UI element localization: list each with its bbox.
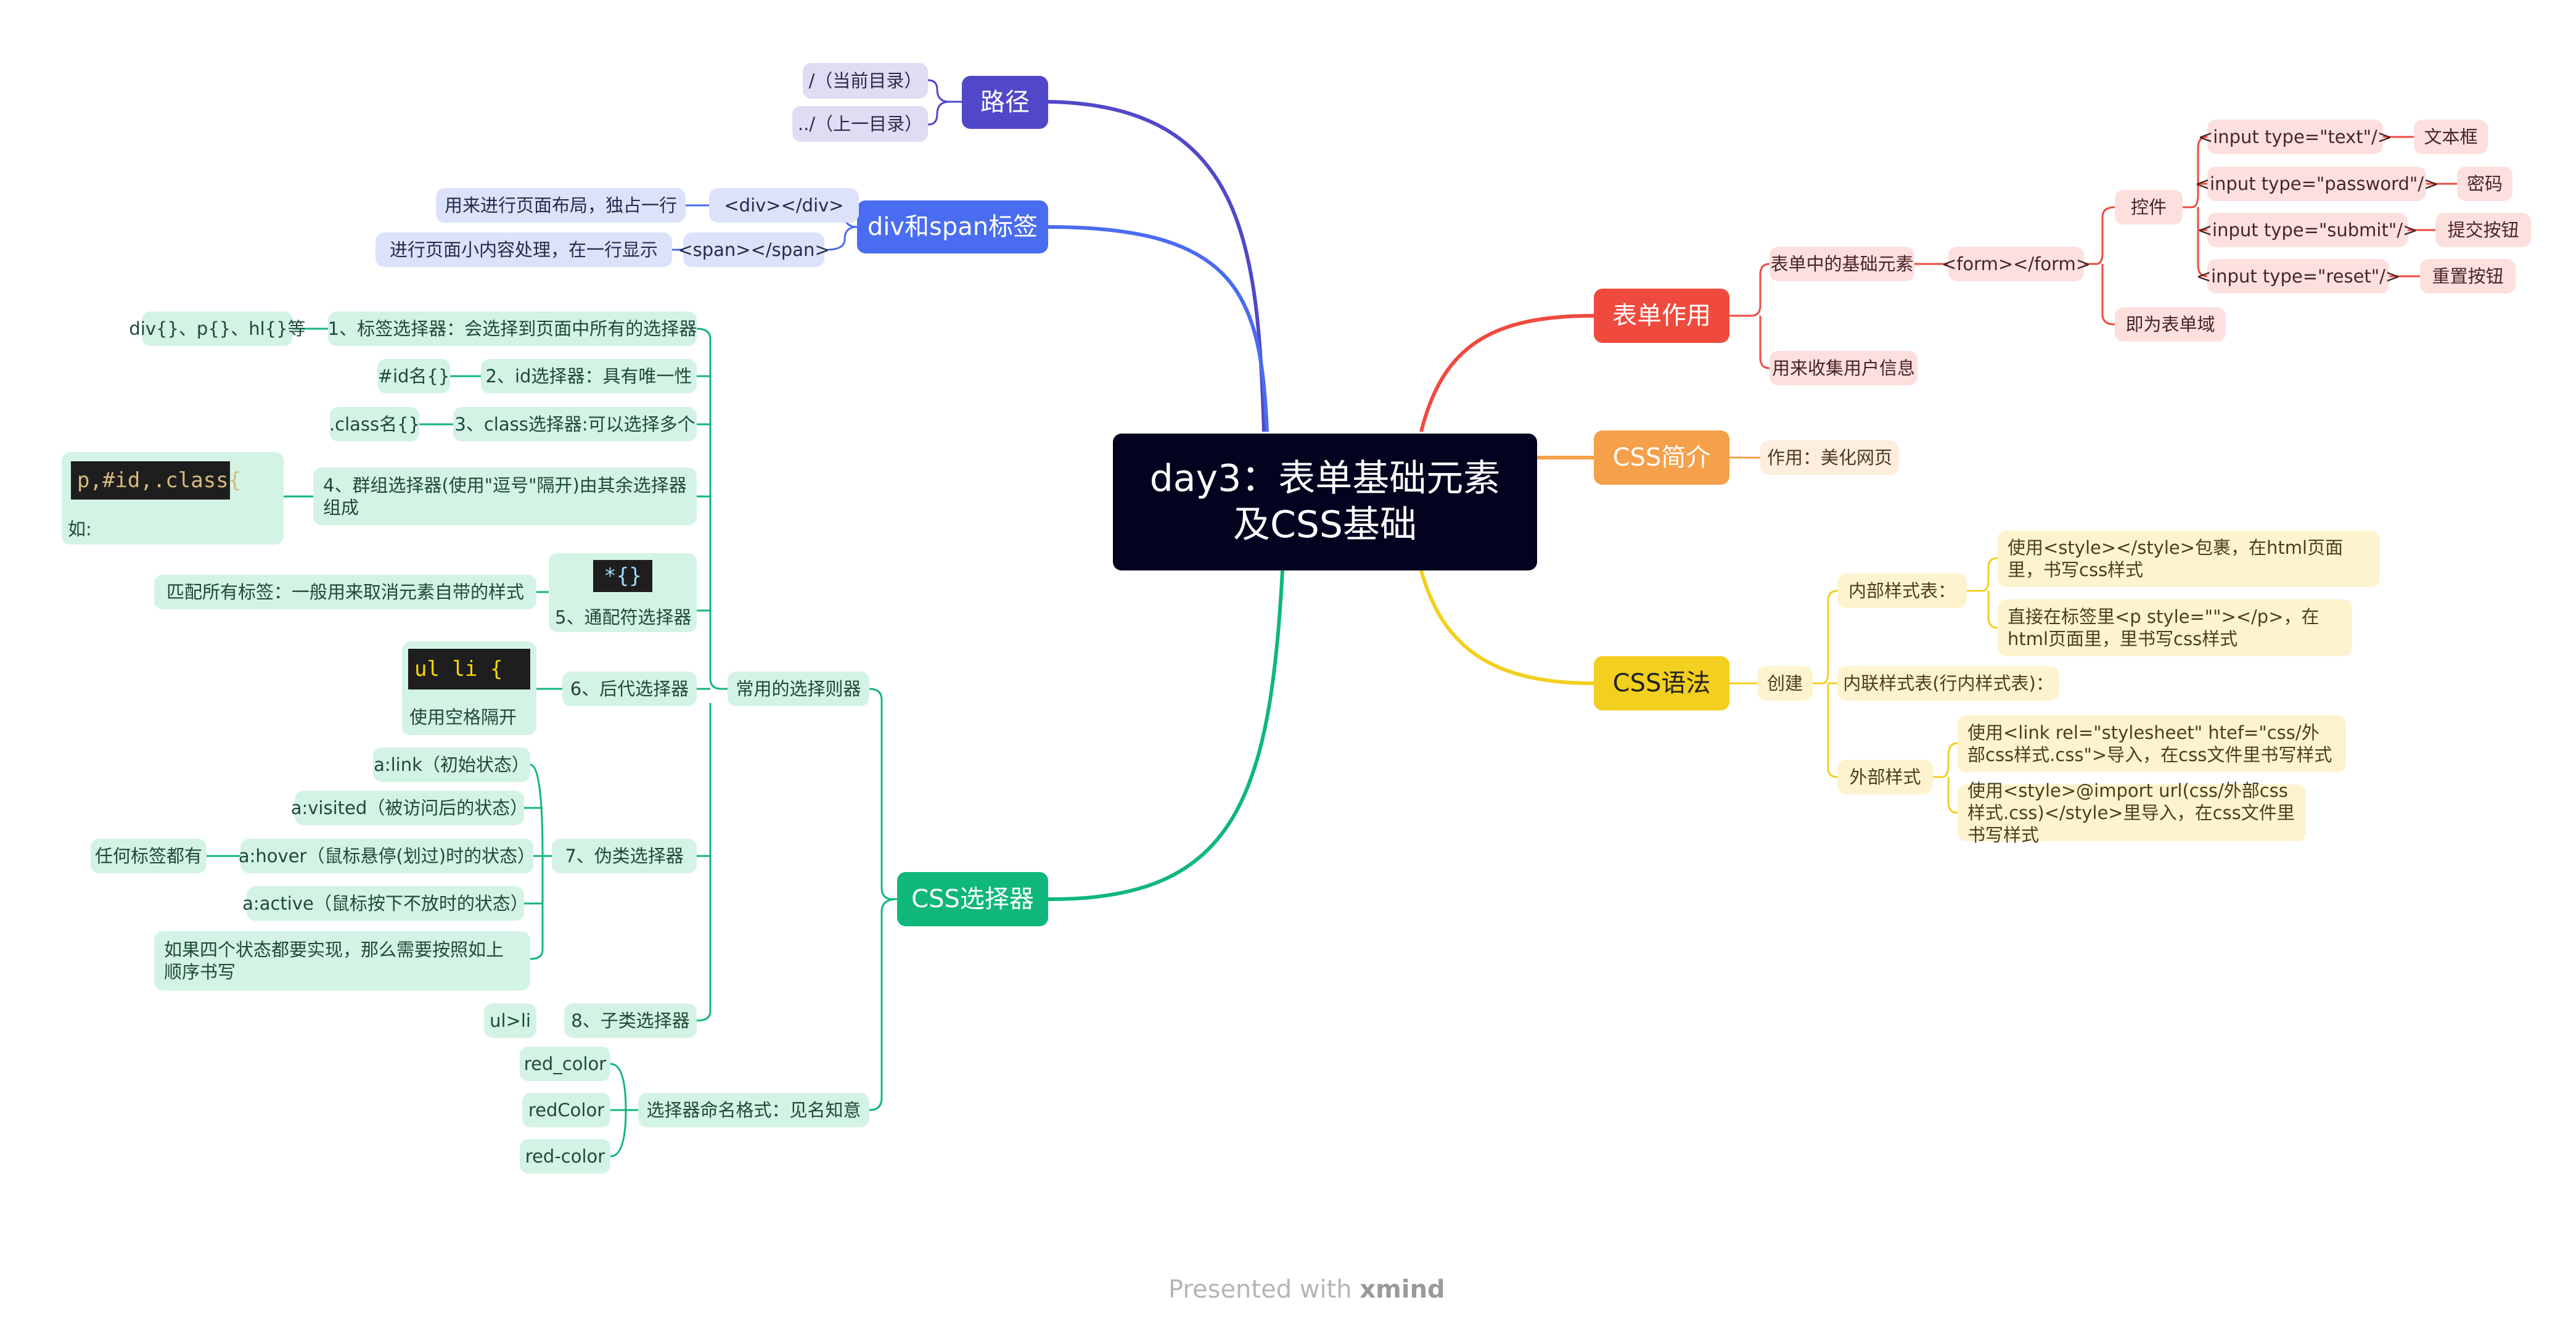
descendant-selector-caption: 使用空格隔开 — [409, 707, 517, 728]
form-collect-node[interactable]: 用来收集用户信息 — [1770, 351, 1918, 385]
span-tag-node[interactable]: <span></span> — [678, 233, 830, 267]
naming-red-camel[interactable]: redColor — [522, 1093, 610, 1127]
form-controls-node[interactable]: 控件 — [2115, 190, 2183, 224]
form-basic-elements[interactable]: 表单中的基础元素 — [1770, 247, 1914, 281]
form-domain-node[interactable]: 即为表单域 — [2115, 307, 2226, 342]
naming-format-node[interactable]: 选择器命名格式：见名知意 — [638, 1093, 869, 1127]
central-topic-line2: 及CSS基础 — [1233, 503, 1417, 546]
css-intro-desc[interactable]: 作用：美化网页 — [1760, 440, 1899, 475]
css-create-node[interactable]: 创建 — [1757, 666, 1813, 701]
branch-css-syntax[interactable]: CSS语法 — [1594, 656, 1729, 710]
class-selector-node[interactable]: 3、class选择器:可以选择多个 — [453, 407, 697, 442]
universal-selector-code-text: *{} — [604, 564, 642, 588]
input-reset-node[interactable]: <input type="reset"/> — [2196, 259, 2400, 294]
input-password-node[interactable]: <input type="password"/> — [2195, 167, 2439, 201]
pseudo-link-node[interactable]: a:link（初始状态） — [373, 747, 530, 782]
input-password-desc[interactable]: 密码 — [2457, 167, 2512, 201]
branch-css-selectors[interactable]: CSS选择器 — [897, 872, 1048, 926]
group-selector-code-text: p,#id,.class{ — [77, 468, 242, 493]
xmind-footer: Presented with xmind — [1168, 1275, 1445, 1304]
external-style-node[interactable]: 外部样式 — [1837, 760, 1933, 794]
form-tag-node[interactable]: <form></form> — [1942, 247, 2091, 281]
id-selector-node[interactable]: 2、id选择器：具有唯一性 — [481, 359, 697, 393]
pseudo-active-node[interactable]: a:active（鼠标按下不放时的状态） — [242, 886, 528, 921]
branch-css-intro[interactable]: CSS简介 — [1594, 430, 1729, 485]
pseudo-hover-note[interactable]: 任何标签都有 — [91, 839, 207, 873]
tag-selector-node[interactable]: 1、标签选择器：会选择到页面中所有的选择器 — [328, 311, 697, 346]
input-reset-desc[interactable]: 重置按钮 — [2420, 259, 2516, 294]
descendant-selector-code-image: ul li { — [408, 649, 530, 689]
external-import-item[interactable]: 使用<style>@import url(css/外部css样式.css)</s… — [1958, 780, 2306, 846]
universal-selector-example[interactable]: 匹配所有标签：一般用来取消元素自带的样式 — [154, 575, 536, 609]
internal-style-tag-item[interactable]: 使用<style></style>包裹，在html页面里，书写css样式 — [1998, 530, 2380, 587]
pseudo-class-selector-node[interactable]: 7、伪类选择器 — [552, 839, 697, 873]
id-selector-example[interactable]: #id名{} — [377, 359, 450, 393]
pseudo-visited-node[interactable]: a:visited（被访问后的状态） — [291, 791, 528, 825]
input-text-desc[interactable]: 文本框 — [2414, 120, 2488, 154]
pseudo-hover-node[interactable]: a:hover（鼠标悬停(划过)时的状态） — [239, 839, 535, 873]
child-selector-example[interactable]: ul>li — [484, 1003, 536, 1038]
naming-red-underscore[interactable]: red_color — [520, 1047, 610, 1081]
central-topic-line1: day3：表单基础元素 — [1149, 457, 1501, 500]
descendant-selector-node[interactable]: 6、后代选择器 — [562, 672, 697, 706]
xmind-brand: xmind — [1360, 1275, 1445, 1304]
input-text-node[interactable]: <input type="text"/> — [2198, 120, 2392, 154]
child-selector-node[interactable]: 8、子类选择器 — [564, 1003, 697, 1038]
descendant-selector-code-text: ul li { — [414, 657, 503, 681]
branch-path[interactable]: 路径 — [962, 76, 1048, 129]
footer-text: Presented with — [1168, 1275, 1360, 1304]
internal-style-attr-item[interactable]: 直接在标签里<p style=""></p>，在html页面里，里书写css样式 — [1998, 599, 2352, 656]
inline-stylesheet-node[interactable]: 内联样式表(行内样式表)： — [1837, 666, 2059, 701]
path-current-dir[interactable]: /（当前目录） — [803, 63, 928, 99]
universal-selector-code-image: *{} — [593, 560, 652, 592]
group-selector-code-image: p,#id,.class{ — [71, 461, 241, 500]
universal-selector-label: 5、通配符选择器 — [555, 607, 692, 628]
div-tag-node[interactable]: <div></div> — [709, 188, 859, 223]
common-selectors-node[interactable]: 常用的选择则器 — [728, 672, 869, 706]
div-desc-node[interactable]: 用来进行页面布局，独占一行 — [436, 188, 686, 223]
branch-div-span[interactable]: div和span标签 — [857, 200, 1048, 253]
class-selector-example[interactable]: .class名{} — [329, 407, 420, 442]
external-link-item[interactable]: 使用<link rel="stylesheet" htef="css/外部css… — [1958, 715, 2346, 772]
group-selector-node[interactable]: 4、群组选择器(使用"逗号"隔开)由其余选择器组成 — [313, 467, 697, 525]
span-desc-node[interactable]: 进行页面小内容处理，在一行显示 — [375, 233, 672, 267]
group-selector-caption: 如: — [68, 519, 92, 540]
branch-form-purpose[interactable]: 表单作用 — [1594, 289, 1729, 343]
pseudo-order-note[interactable]: 如果四个状态都要实现，那么需要按照如上顺序书写 — [154, 931, 530, 990]
input-submit-node[interactable]: <input type="submit"/> — [2197, 213, 2418, 247]
input-submit-desc[interactable]: 提交按钮 — [2435, 213, 2531, 247]
naming-red-hyphen[interactable]: red-color — [520, 1139, 610, 1174]
central-topic[interactable]: day3：表单基础元素 及CSS基础 — [1113, 434, 1537, 570]
path-parent-dir[interactable]: ../（上一目录） — [792, 106, 928, 142]
internal-stylesheet-node[interactable]: 内部样式表： — [1837, 574, 1967, 608]
tag-selector-example[interactable]: div{}、p{}、hl{}等 — [129, 311, 306, 346]
